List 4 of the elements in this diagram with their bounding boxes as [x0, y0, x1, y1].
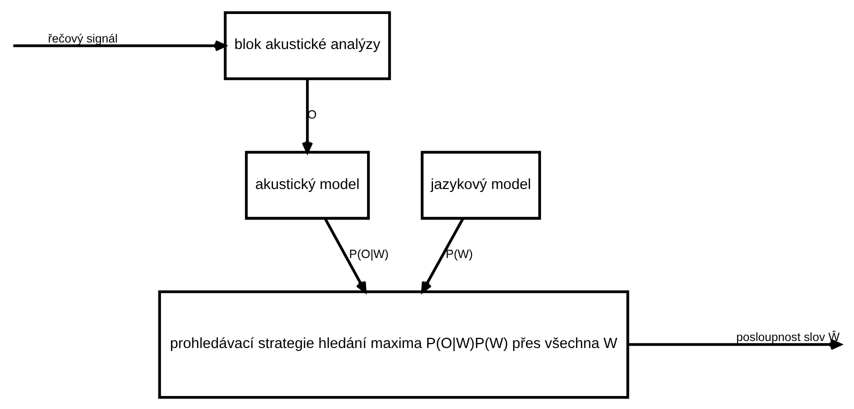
edge-label: P(W): [446, 246, 473, 261]
edge-label: P(O|W): [349, 246, 389, 261]
edge-label: řečový signál: [48, 30, 118, 45]
edge-label: posloupnost slov Ŵ: [736, 330, 840, 344]
